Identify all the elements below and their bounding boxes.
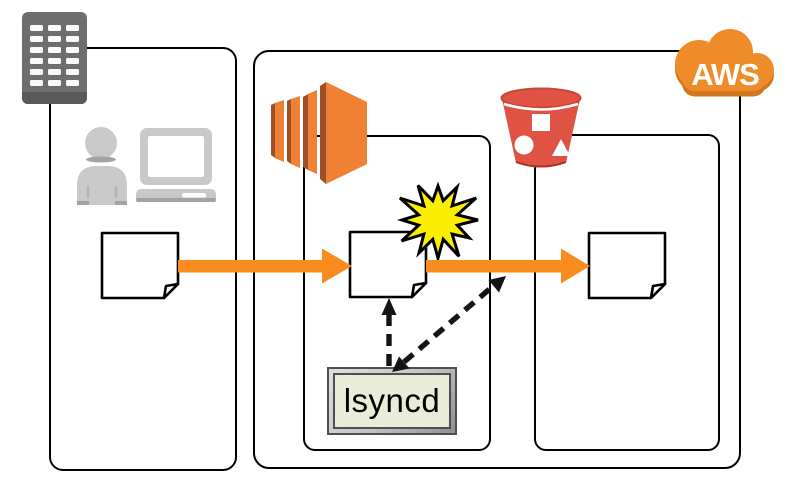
aws-cloud-label: AWS: [691, 57, 759, 92]
building-icon: [22, 12, 87, 104]
lsyncd-watch-arrow: [381, 298, 397, 366]
lsyncd-label: lsyncd: [333, 373, 451, 429]
ec2-icon: [271, 82, 367, 184]
lsyncd-sync-arrow: [392, 276, 506, 372]
explosion-icon: [396, 181, 479, 264]
laptop-icon: [136, 128, 216, 202]
file-icon-s3: [587, 231, 667, 300]
lsyncd-box: lsyncd: [327, 367, 457, 435]
transfer-arrow-ec2-to-s3: [426, 248, 590, 284]
file-icon-source: [100, 231, 180, 300]
user-icon: [77, 127, 127, 205]
s3-bucket-icon: [500, 87, 582, 168]
transfer-arrow-source-to-ec2: [178, 248, 352, 284]
aws-cloud-icon: AWS: [675, 29, 774, 97]
